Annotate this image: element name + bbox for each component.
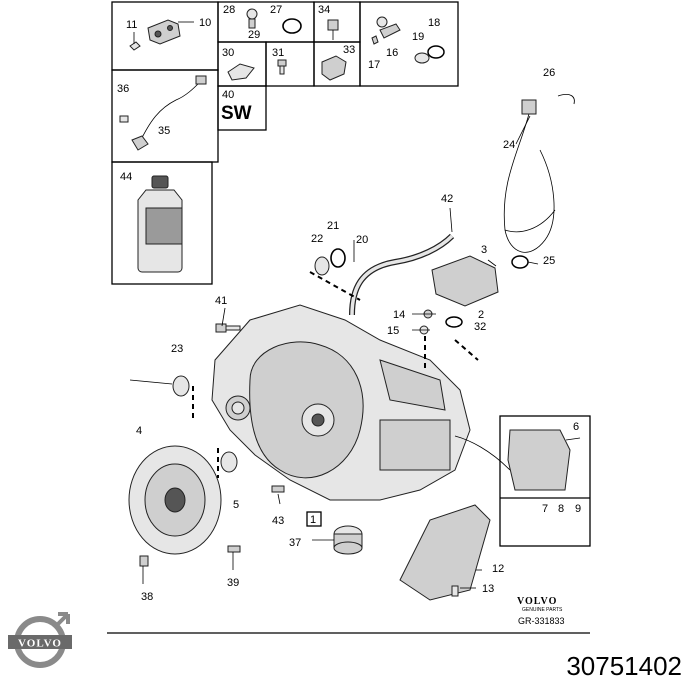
callout-37: 37: [289, 537, 301, 549]
callout-30: 30: [222, 47, 234, 59]
clip-26: [557, 94, 575, 105]
brand-small: VOLVO: [517, 596, 557, 607]
callout-9: 9: [575, 503, 581, 515]
sw-label: SW: [221, 103, 252, 124]
oring-32: [445, 316, 463, 328]
callout-35: 35: [158, 125, 170, 137]
sensor-33: [321, 55, 347, 81]
callout-22: 22: [311, 233, 323, 245]
callout-6: 6: [573, 421, 579, 433]
callout-28: 28: [223, 4, 235, 16]
callout-7: 7: [542, 503, 548, 515]
callout-11: 11: [126, 19, 137, 31]
connector-24: [521, 99, 537, 115]
callout-2: 2: [478, 309, 484, 321]
callout-4: 4: [136, 425, 142, 437]
inset-part-16-19: [371, 16, 445, 64]
part-number: 30751402: [566, 651, 682, 681]
callout-44: 44: [120, 171, 132, 183]
callout-14: 14: [393, 309, 405, 321]
oring-25: [511, 255, 529, 269]
sensor-harness-35: [119, 75, 207, 151]
callout-3: 3: [481, 244, 487, 256]
guide-lines: [192, 271, 479, 478]
callout-1: 1: [310, 514, 316, 526]
callout-12: 12: [492, 563, 504, 575]
inset-grid: [111, 1, 459, 285]
inset-part-34: [327, 19, 339, 40]
bracket-30: [227, 63, 255, 81]
callout-16: 16: [386, 47, 398, 59]
callout-23: 23: [171, 343, 183, 355]
callout-17: 17: [368, 59, 380, 71]
callout-19: 19: [412, 31, 424, 43]
bolt-41: [215, 323, 241, 333]
callout-21: 21: [327, 220, 339, 232]
callouts: 11 10 28 29 27 34 18 19 16 17 30 31 33 3…: [117, 4, 581, 603]
callout-39: 39: [227, 577, 239, 589]
callout-15: 15: [387, 325, 399, 337]
logo-text: VOLVO: [18, 638, 62, 650]
callout-34: 34: [318, 4, 330, 16]
wiring-harness-24: [503, 109, 556, 253]
seal-5: [220, 451, 238, 473]
callout-33: 33: [343, 44, 355, 56]
bolt-39: [227, 545, 241, 553]
brand-sub: GENUINE PARTS: [522, 607, 563, 613]
bolt-43: [271, 485, 285, 493]
control-module-2: [431, 255, 499, 307]
callout-13: 13: [482, 583, 494, 595]
oil-pan-12: [399, 504, 491, 601]
cap-37: [333, 525, 363, 555]
inset-part-10-11: [129, 19, 194, 51]
oring-21: [330, 248, 346, 268]
callout-31: 31: [272, 47, 284, 59]
oring-27: [282, 18, 302, 34]
callout-26: 26: [543, 67, 555, 79]
bolt-31: [277, 59, 287, 75]
torque-converter-4: [128, 445, 222, 555]
callout-40: 40: [222, 89, 234, 101]
callout-36: 36: [117, 83, 129, 95]
bolt-13: [451, 585, 459, 597]
inset-box-valve-body: [499, 415, 591, 547]
callout-42: 42: [441, 193, 453, 205]
callout-25: 25: [543, 255, 555, 267]
callout-41: 41: [215, 295, 227, 307]
transmission-housing: [211, 304, 471, 501]
callout-10: 10: [199, 17, 211, 29]
seal-23: [172, 375, 190, 397]
callout-29: 29: [248, 29, 260, 41]
fluid-bottle-44: [137, 175, 183, 273]
callout-8: 8: [558, 503, 564, 515]
callout-32: 32: [474, 321, 486, 333]
callout-43: 43: [272, 515, 284, 527]
label-box-1: [306, 511, 322, 527]
callout-18: 18: [428, 17, 440, 29]
callout-27: 27: [270, 4, 282, 16]
leader-lines: [129, 115, 581, 589]
callout-5: 5: [233, 499, 239, 511]
valve-body-6: [507, 429, 571, 491]
drawing-ref: GR-331833: [518, 616, 565, 626]
bolt-38: [139, 555, 149, 567]
callout-20: 20: [356, 234, 368, 246]
inset-part-28-29: [246, 8, 258, 29]
callout-38: 38: [141, 591, 153, 603]
callout-24: 24: [503, 139, 515, 151]
volvo-logo: VOLVO: [8, 612, 72, 668]
seal-22: [314, 256, 330, 276]
